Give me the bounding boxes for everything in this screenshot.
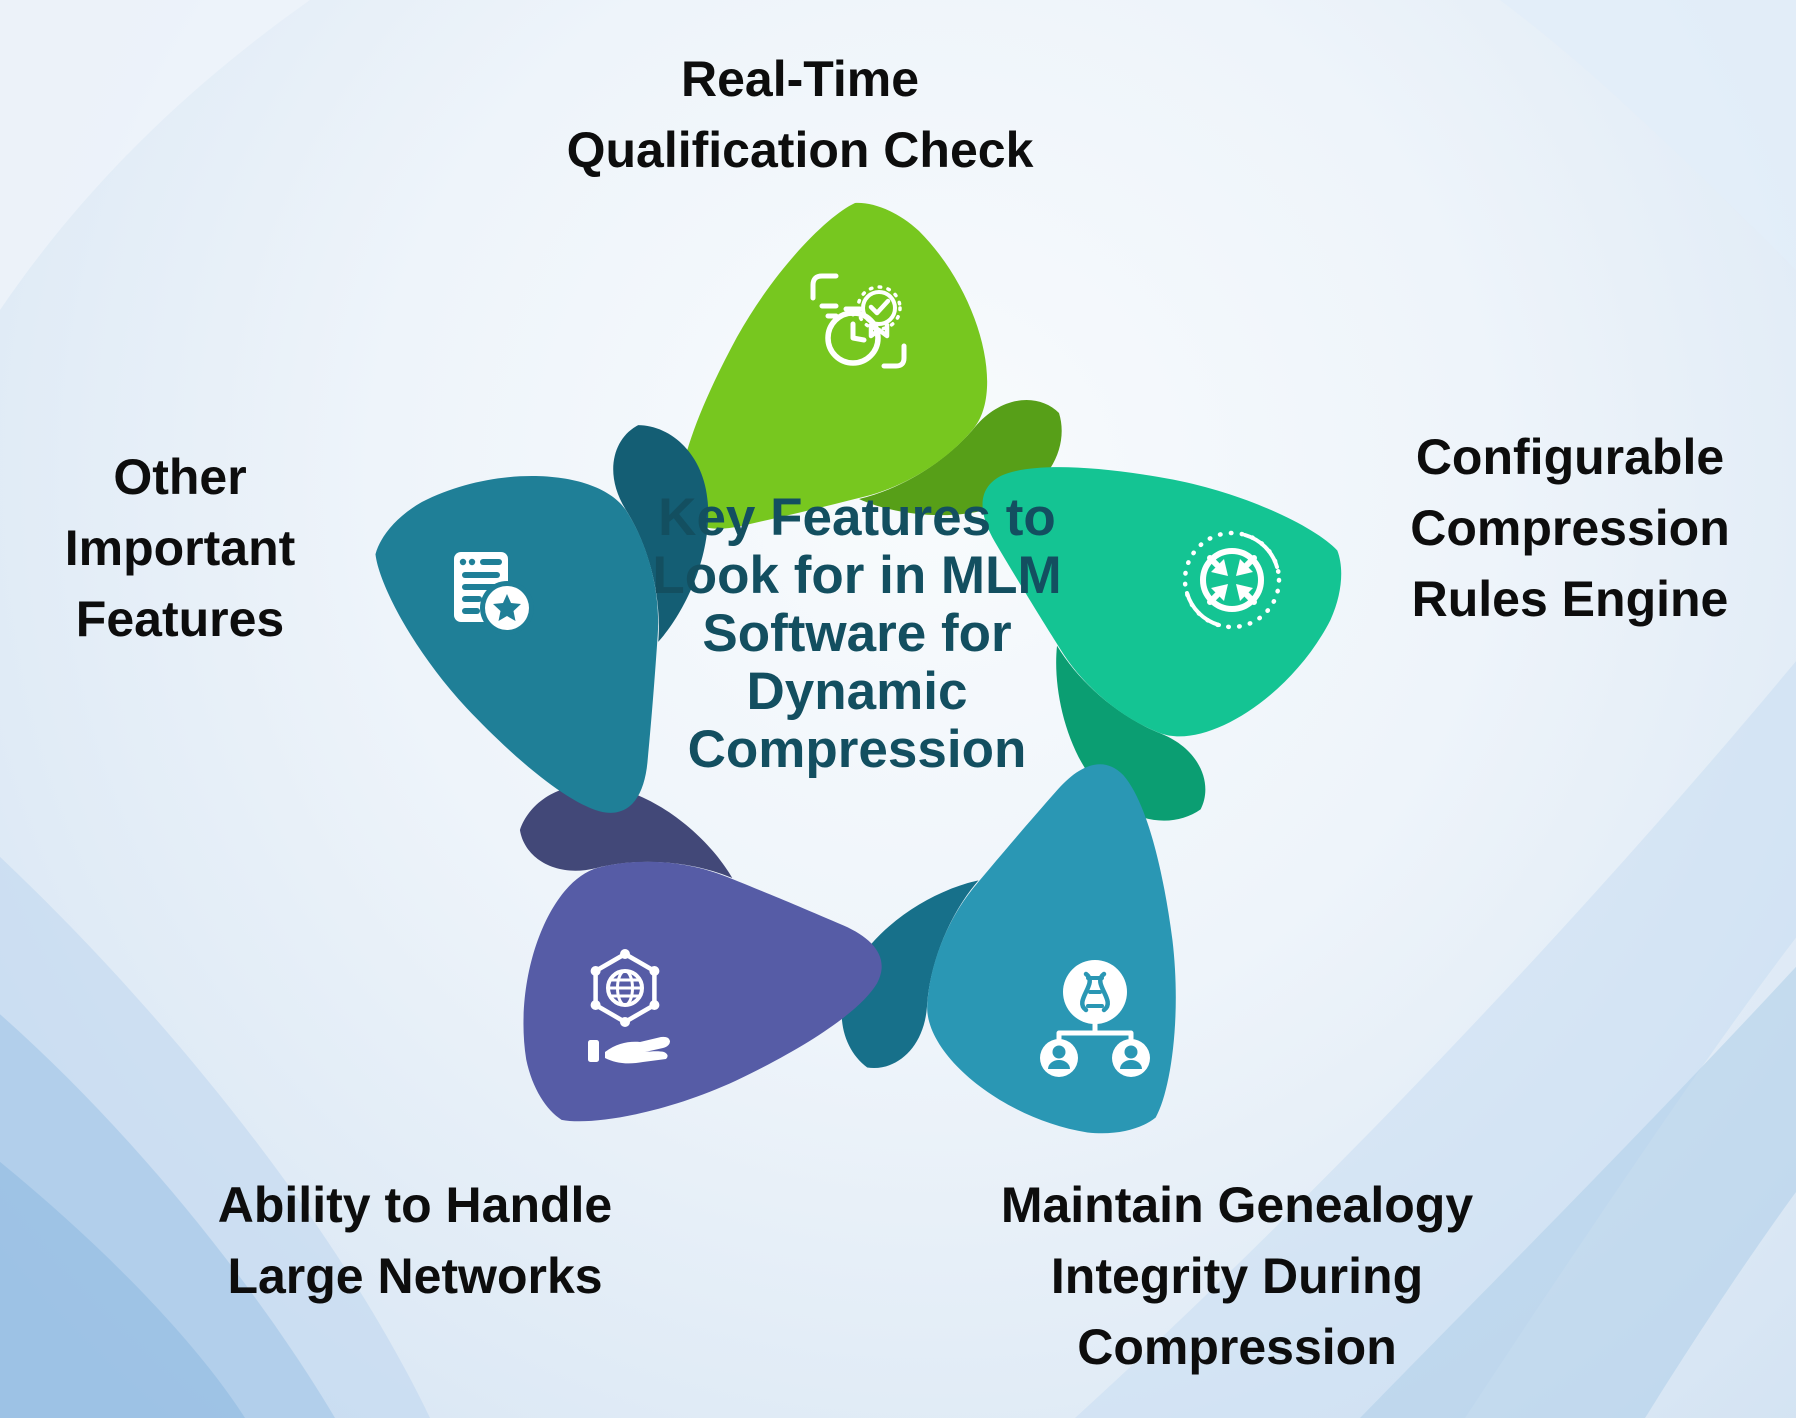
document-star-icon (454, 552, 534, 635)
hand-shape (605, 1036, 670, 1064)
petal-body (679, 202, 988, 529)
compress-arrows-icon (1182, 530, 1282, 630)
genealogy-dna-tree-icon (1040, 960, 1150, 1077)
feature-label-line: Real-Time (680, 51, 920, 107)
feature-label-left: Other Important Features (10, 442, 350, 655)
feature-label-line: Rules Engine (1411, 571, 1729, 627)
petal-body (375, 476, 659, 813)
petal-fold (841, 880, 979, 1069)
decor-band (0, 1161, 245, 1418)
feature-label-line: Important (64, 520, 296, 576)
petal-other-features (375, 425, 709, 813)
petal-large-networks (519, 784, 882, 1122)
feature-label-line: Qualification Check (566, 122, 1034, 178)
feature-label-line: Compression (1410, 500, 1730, 556)
feature-label-bottom-left: Ability to Handle Large Networks (155, 1170, 675, 1312)
feature-label-line: Large Networks (227, 1248, 603, 1304)
feature-label-line: Compression (1077, 1319, 1397, 1375)
feature-label-line: Features (75, 591, 285, 647)
petal-body (982, 467, 1342, 737)
decor-band (1360, 966, 1796, 1418)
title-line: Compression (687, 720, 1027, 779)
stopwatch-badge-check-icon (810, 273, 907, 369)
feature-label-line: Other (113, 449, 247, 505)
title-line: Dynamic (746, 662, 968, 721)
feature-label-bottom-right: Maintain Genealogy Integrity During Comp… (947, 1170, 1527, 1383)
feature-label-line: Ability to Handle (217, 1177, 613, 1233)
feature-label-line: Configurable (1415, 429, 1725, 485)
feature-label-top: Real-Time Qualification Check (450, 44, 1150, 186)
title-line: Look for in MLM (652, 546, 1062, 605)
petal-fold (613, 425, 709, 642)
feature-label-right: Configurable Compression Rules Engine (1360, 422, 1780, 635)
petal-genealogy-integrity (841, 764, 1176, 1134)
feature-label-line: Maintain Genealogy (1000, 1177, 1474, 1233)
feature-label-line: Integrity During (1050, 1248, 1424, 1304)
petal-body (927, 764, 1176, 1134)
title-line: Key Features to (658, 488, 1056, 547)
title-line: Software for (702, 604, 1012, 663)
petal-fold (519, 784, 733, 879)
page-title: Key Features to Look for in MLM Software… (607, 489, 1107, 779)
decor-band (1075, 661, 1796, 1418)
network-hand-icon (588, 949, 670, 1064)
